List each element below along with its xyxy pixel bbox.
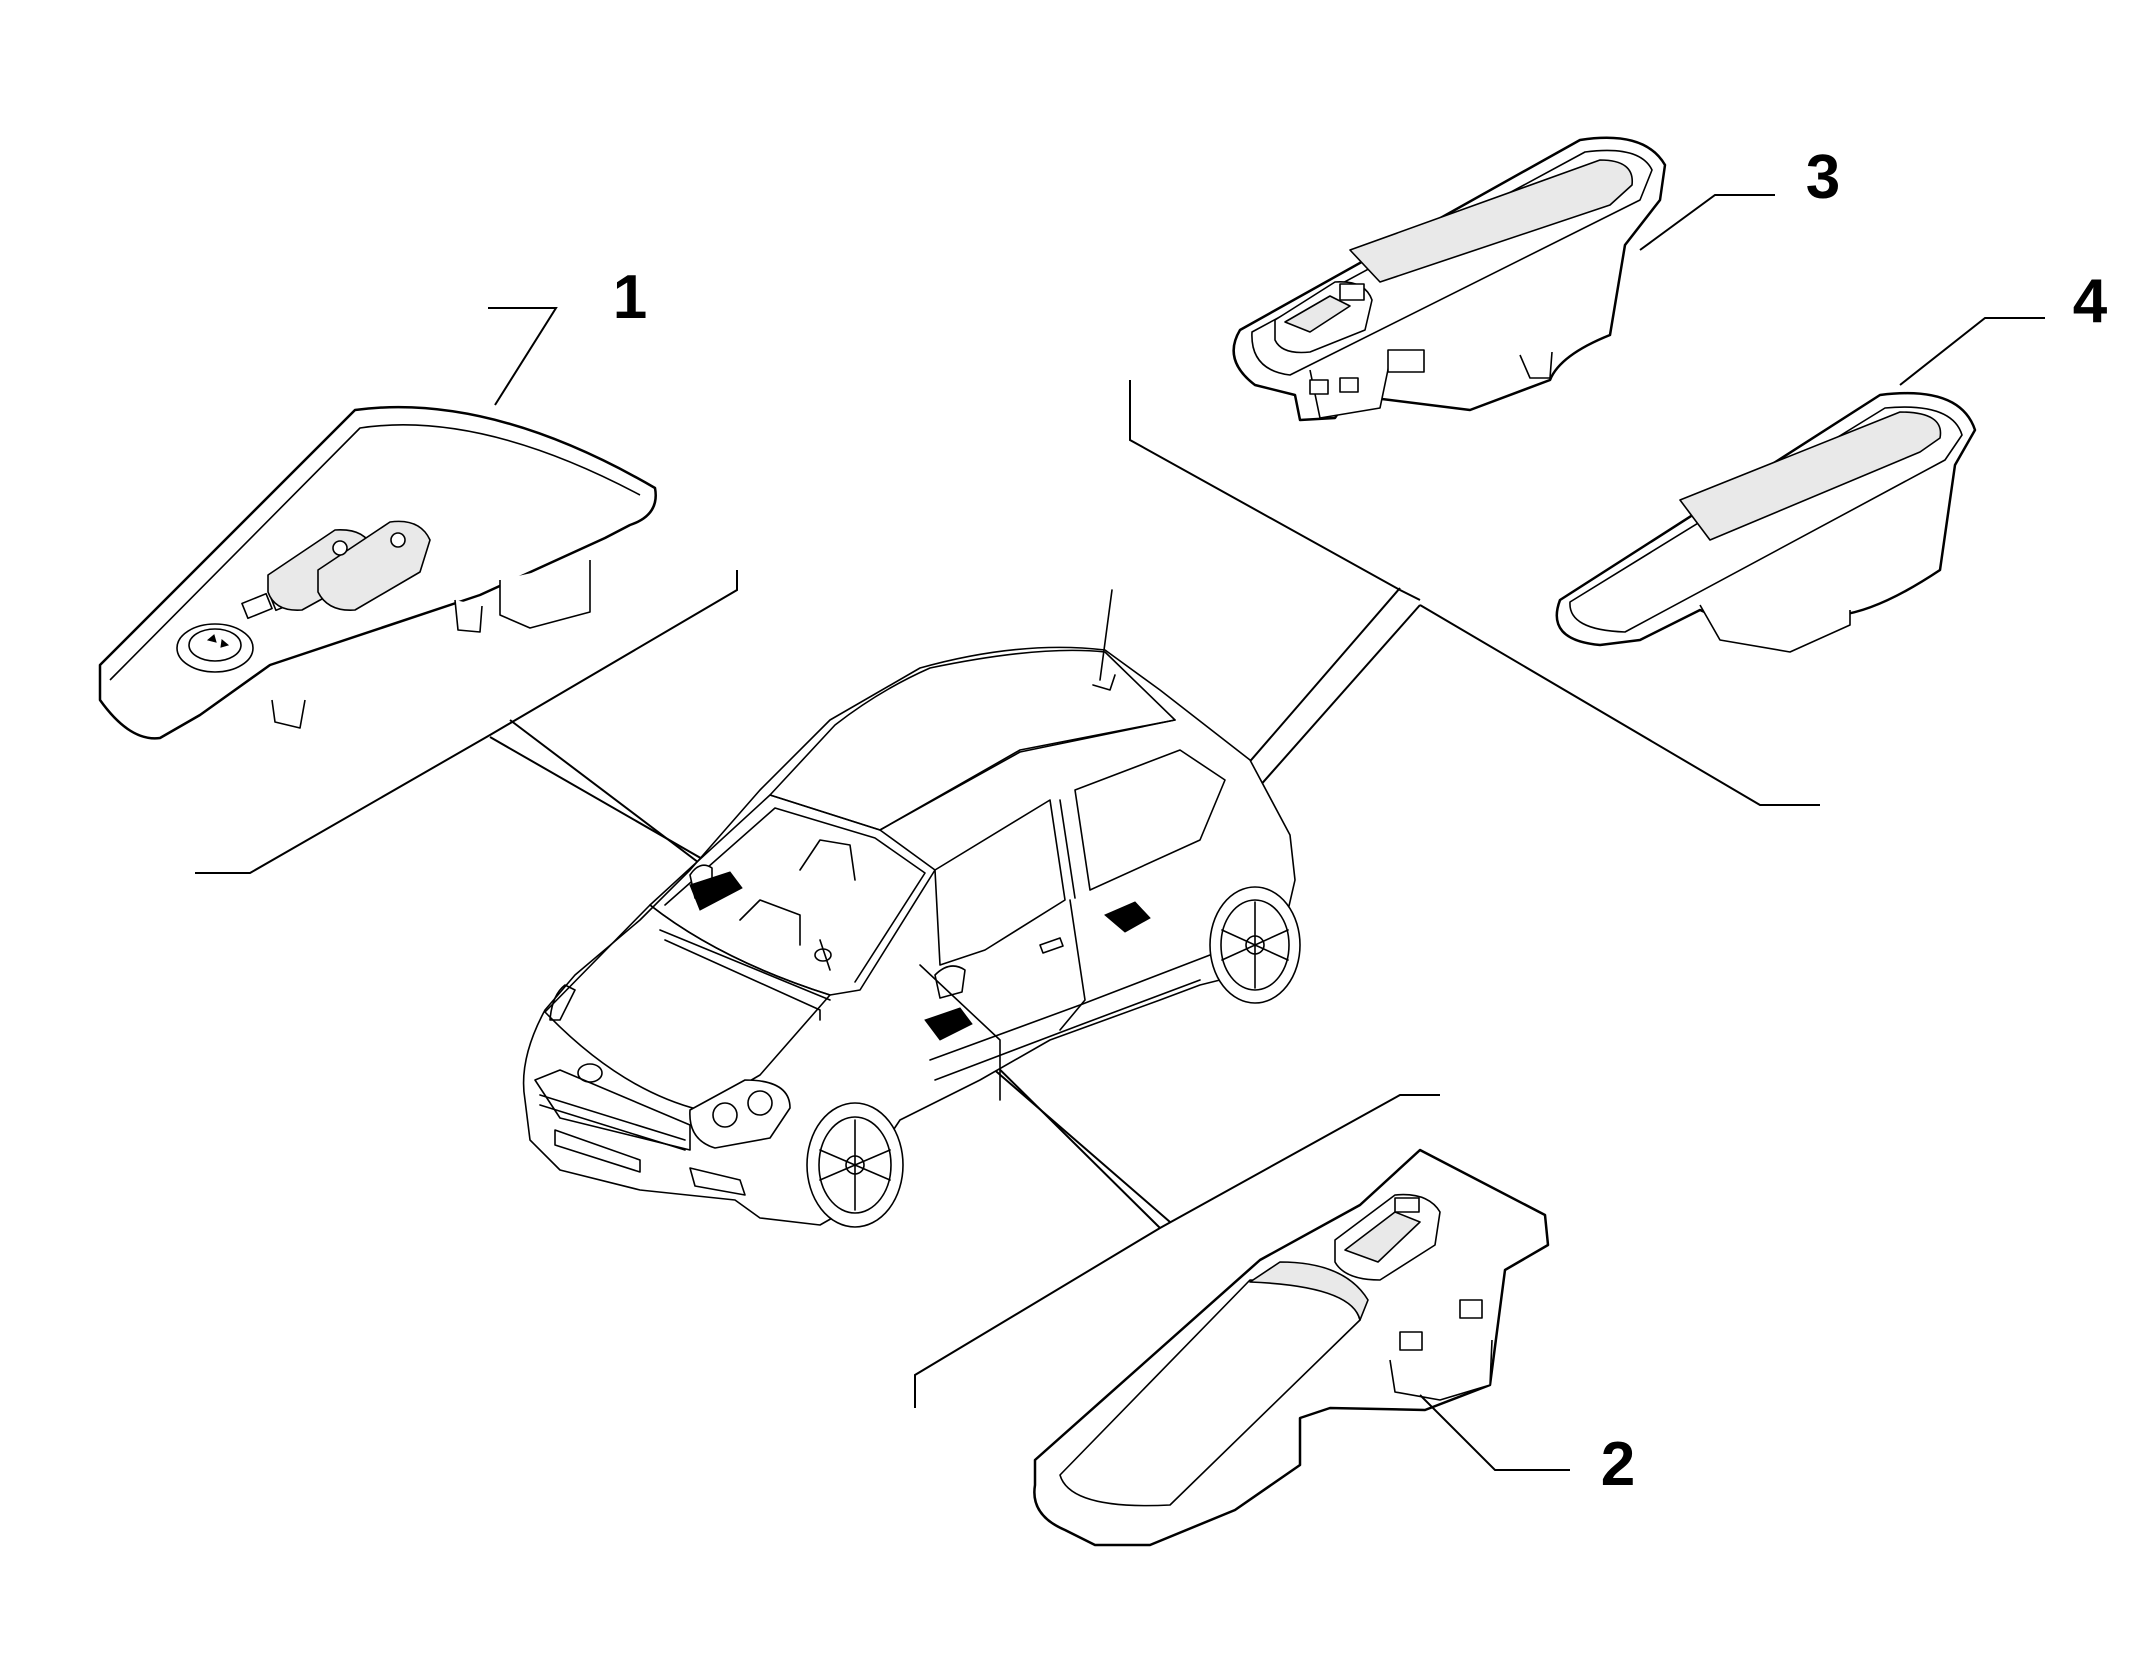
callout-2: 2 <box>1601 1430 1635 1499</box>
blank-window-switch-bezel-icon <box>1555 317 2045 653</box>
rear-window-switch-with-button-icon <box>1232 136 1775 422</box>
driver-window-switch-panel-icon <box>98 307 657 740</box>
callout-4: 4 <box>2073 267 2108 336</box>
callout-1: 1 <box>613 263 647 332</box>
single-window-switch-panel-icon <box>1033 1148 1570 1547</box>
callout-3: 3 <box>1806 143 1840 212</box>
hatchback-car-icon <box>522 589 1301 1228</box>
